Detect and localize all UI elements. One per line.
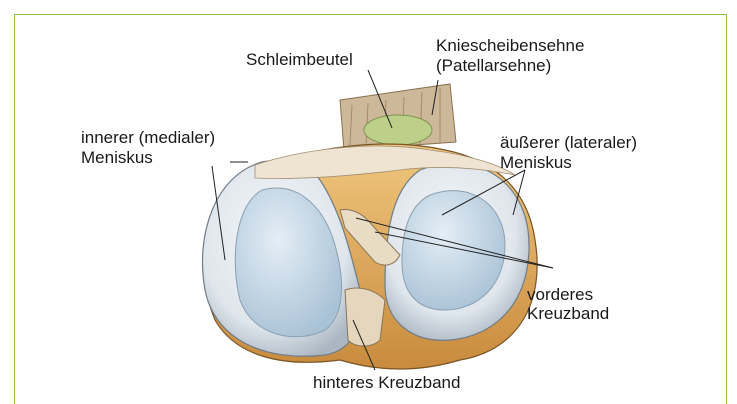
posterior-cruciate-ligament <box>345 288 385 346</box>
label-innerer-meniskus-line2: Meniskus <box>81 148 153 168</box>
label-innerer-meniskus-line1: innerer (medialer) <box>81 128 215 148</box>
bursa <box>364 115 432 145</box>
label-kniescheibensehne-line1: Kniescheibensehne <box>436 36 584 56</box>
label-hinteres-kreuzband: hinteres Kreuzband <box>313 373 460 393</box>
label-aeusserer-meniskus-line1: äußerer (lateraler) <box>500 133 637 153</box>
label-vorderes-kreuzband-line2: Kreuzband <box>527 304 609 324</box>
label-schleimbeutel: Schleimbeutel <box>246 50 353 70</box>
label-vorderes-kreuzband-line1: vorderes <box>527 285 593 305</box>
label-aeusserer-meniskus-line2: Meniskus <box>500 153 572 173</box>
label-kniescheibensehne-line2: (Patellarsehne) <box>436 56 551 76</box>
